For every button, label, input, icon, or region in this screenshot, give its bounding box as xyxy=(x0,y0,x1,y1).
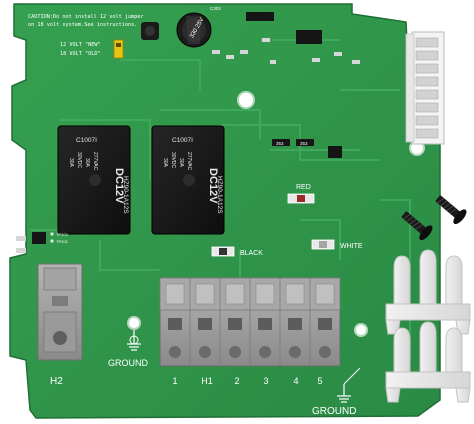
led-black: BLACK xyxy=(211,246,263,257)
ground-symbol-icon xyxy=(127,330,141,351)
h2-label: H2 xyxy=(50,376,63,387)
screw-icon xyxy=(401,211,433,241)
led-white-label: WHITE xyxy=(340,243,363,250)
relay-1: C1007I 30A 30VDC 30A 277VAC DC12V HZ90-1… xyxy=(57,125,131,235)
plastic-clip-top xyxy=(385,249,471,335)
terminal-label-2: 2 xyxy=(234,376,239,386)
ground-symbol-icon xyxy=(337,384,351,403)
relay-2-model: HZ90-1A12S xyxy=(216,176,223,214)
tp-label-203: TP203 xyxy=(56,232,69,237)
jumper-connector xyxy=(113,39,124,59)
plastic-clip-bottom xyxy=(385,321,471,403)
ground-bottom: GROUND xyxy=(312,367,361,417)
resistor-353-a: 353 xyxy=(276,141,284,146)
relay-2-code: C1007I xyxy=(172,137,193,144)
relay-2-spec-a: 30A xyxy=(162,158,168,168)
chip-label: C303 xyxy=(210,6,221,11)
relay-2-spec-d: 277VAC xyxy=(186,152,192,171)
terminal-label-3: 3 xyxy=(263,376,268,386)
caution-line-2: on 18 volt system.See instructions. xyxy=(28,22,137,28)
ic-chip-right xyxy=(296,30,322,44)
ground-bottom-label: GROUND xyxy=(312,406,356,417)
tp-label-202: TP202 xyxy=(56,239,69,244)
ground-left-label: GROUND xyxy=(108,358,148,368)
relay-1-spec-b: 30VDC xyxy=(76,152,82,169)
jumper-label-12v: 12 VOLT "NEW" xyxy=(60,42,101,48)
relay-1-spec-d: 277VAC xyxy=(92,152,98,171)
relay-1-code: C1007I xyxy=(76,137,97,144)
jumper-label-18v: 18 VOLT "OLD" xyxy=(60,51,101,57)
terminal-label-4: 4 xyxy=(293,376,298,386)
left-components: TP203 TP202 xyxy=(16,232,69,253)
caution-line-1: CAUTION:Do not install 12 volt jumper xyxy=(28,14,144,20)
terminal-label-5: 5 xyxy=(317,376,322,386)
led-red-label: RED xyxy=(296,184,311,191)
led-red: RED xyxy=(287,184,315,204)
top-components: CAUTION:Do not install 12 volt jumper on… xyxy=(28,6,360,158)
screw-icon xyxy=(435,195,467,225)
relay-2: C1007I 30A 30VDC 30A 277VAC DC12V HZ90-1… xyxy=(151,125,225,235)
terminal-block xyxy=(159,277,341,367)
resistor-353-b: 353 xyxy=(300,141,308,146)
relay-2-voltage: DC12V xyxy=(207,168,219,204)
ground-left: GROUND xyxy=(108,330,148,368)
h2-terminal: H2 xyxy=(37,263,83,387)
led-white: WHITE xyxy=(311,239,363,250)
relay-2-spec-b: 30VDC xyxy=(170,152,176,169)
ic-chip-top xyxy=(246,12,274,21)
terminal-label-1: 1 xyxy=(172,376,177,386)
relay-2-spec-c: 30A xyxy=(178,158,184,168)
terminal-label-h1: H1 xyxy=(201,376,213,386)
led-black-label: BLACK xyxy=(240,250,263,257)
relay-1-spec-a: 30A xyxy=(68,158,74,168)
terminal-labels: 1 H1 2 3 4 5 xyxy=(172,376,322,386)
relay-1-voltage: DC12V xyxy=(113,168,125,204)
relay-1-model: HZ90-1A12S xyxy=(122,176,129,214)
ribbon-connector xyxy=(405,31,445,145)
relay-1-spec-c: 30A xyxy=(84,158,90,168)
ic-chip-small xyxy=(328,146,342,158)
